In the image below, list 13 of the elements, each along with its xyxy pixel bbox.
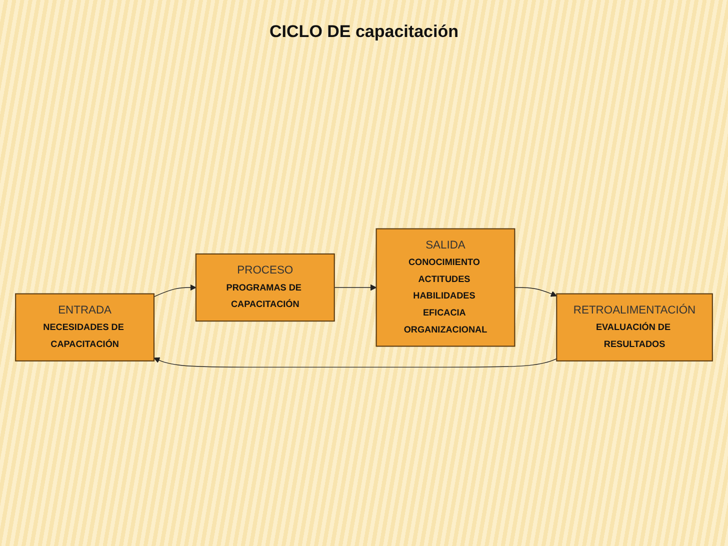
- stage-heading: ENTRADA: [58, 304, 112, 316]
- diagram-title: CICLO DE capacitación: [270, 22, 458, 42]
- box-label: EVALUACIÓN DE RESULTADOS: [596, 322, 672, 350]
- box-label: PROGRAMAS DE CAPACITACIÓN: [226, 282, 302, 310]
- stage-heading: SALIDA: [426, 239, 466, 252]
- arrow: [334, 284, 377, 291]
- arrow: [514, 287, 557, 297]
- arrow: [154, 284, 196, 298]
- box-label: CONOCIMIENTO ACTITUDES HABILIDADES EFICACIA ORGANIZACIONAL: [404, 256, 488, 334]
- box-label: NECESIDADES DE CAPACITACIÓN: [43, 322, 125, 350]
- stage-heading: RETROALIMENTACIÓN: [573, 304, 696, 316]
- stage-heading: PROCESO: [237, 264, 294, 276]
- arrow: [154, 357, 557, 368]
